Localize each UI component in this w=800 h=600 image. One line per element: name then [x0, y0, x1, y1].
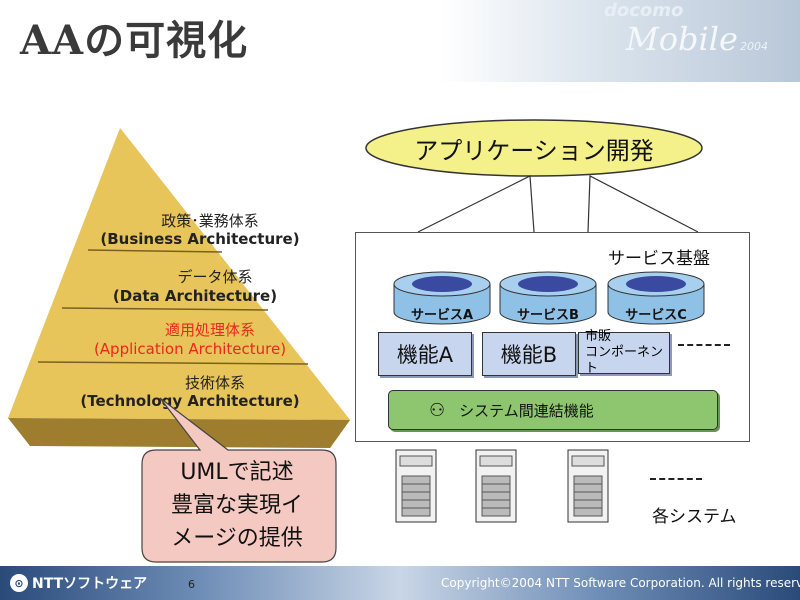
- header-brand-docomo: docomo: [604, 0, 684, 21]
- callout-line-3: メージの提供: [171, 526, 303, 551]
- system-integration-bar: ⚇ システム間連結機能: [388, 390, 718, 430]
- pyramid-layer-data-en: (Data Architecture): [112, 287, 278, 305]
- service-c-label: サービスC: [625, 308, 687, 323]
- network-nodes-icon: ⚇: [429, 399, 446, 421]
- service-b-cylinder: [499, 271, 597, 325]
- service-platform-label: サービス基盤: [608, 249, 710, 269]
- function-b-box: 機能B: [482, 332, 576, 376]
- callout-text: UMLで記述 豊富な実現イ メージの提供: [148, 456, 326, 555]
- system-integration-label: システム間連結機能: [459, 401, 594, 420]
- pyramid-layer-application-en: (Application Architecture): [93, 340, 287, 358]
- pyramid-base-shadow: [8, 418, 350, 448]
- service-a-cylinder: [393, 271, 491, 325]
- ntt-logo-icon: ⊙: [10, 574, 28, 592]
- footer-bar: [0, 566, 800, 600]
- commercial-component-label-2: コンポーネント: [585, 345, 664, 376]
- pyramid-divider-2: [61, 307, 269, 311]
- pyramid-divider-1: [87, 249, 223, 253]
- page-number: 6: [188, 578, 195, 591]
- copyright: Copyright©2004 NTT Software Corporation.…: [441, 576, 800, 590]
- commercial-component-box: 市販 コンポーネント: [578, 329, 670, 376]
- pyramid-layer-data-ja: データ体系: [177, 268, 253, 286]
- function-a-box: 機能A: [378, 332, 472, 376]
- pyramid-layer-business-en: (Business Architecture): [100, 230, 300, 248]
- function-b-label: 機能B: [500, 343, 558, 367]
- service-a-label: サービスA: [410, 308, 474, 323]
- systems-label: 各システム: [652, 507, 737, 527]
- app-dev-oval: [365, 119, 703, 177]
- app-dev-label: アプリケーション開発: [414, 136, 654, 165]
- pyramid-face: [8, 128, 350, 420]
- pyramid-layer-technology-en: (Technology Architecture): [80, 392, 300, 410]
- server-icon: [395, 449, 437, 523]
- server-icon: [475, 449, 517, 523]
- header-brand-year: 2004: [740, 40, 768, 53]
- header-brand-mobile: Mobile: [626, 20, 738, 58]
- page-title: AAの可視化: [20, 17, 249, 64]
- callout-line-2: 豊富な実現イ: [170, 493, 303, 518]
- pyramid-layer-technology-ja: 技術体系: [184, 374, 245, 392]
- server-continuation-dashes: [650, 478, 702, 480]
- callout-line-1: UMLで記述: [180, 460, 294, 485]
- footer-logo: ⊙ NTTソフトウェア: [10, 573, 147, 593]
- footer-logo-text: NTTソフトウェア: [32, 576, 148, 592]
- service-b-label: サービスB: [517, 308, 579, 323]
- server-icon: [567, 449, 609, 523]
- service-c-cylinder: [607, 271, 705, 325]
- pyramid-layer-business-ja: 政策･業務体系: [161, 212, 259, 230]
- function-continuation-dashes: [678, 344, 730, 346]
- pyramid-layer-application-ja: 適用処理体系: [164, 321, 255, 339]
- header-band: [0, 0, 800, 82]
- pyramid-divider-3: [37, 361, 309, 365]
- commercial-component-label-1: 市販: [585, 329, 612, 344]
- function-a-label: 機能A: [396, 343, 454, 367]
